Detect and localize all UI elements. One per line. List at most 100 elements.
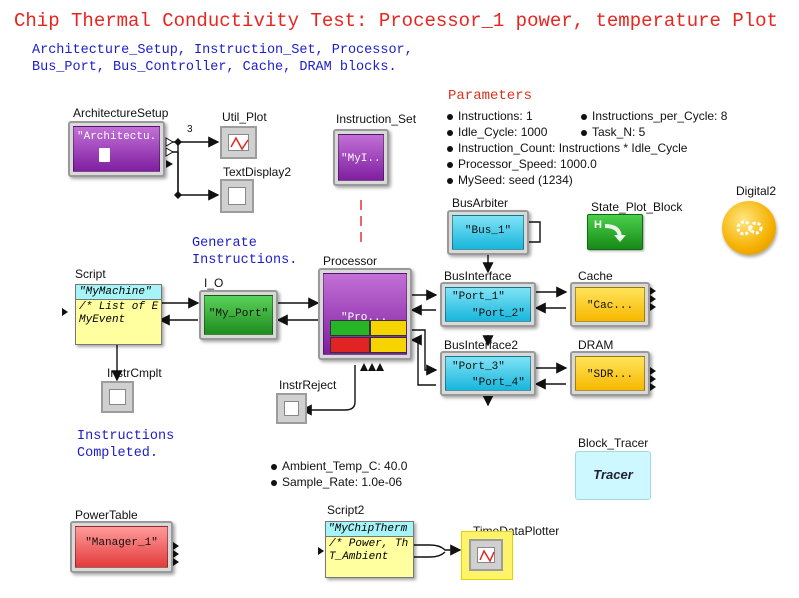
script-line: /* List of E: [79, 301, 159, 313]
instr-cmplt-label: InstrCmplt: [107, 366, 162, 380]
parameters-left: Instructions: 1 Idle_Cycle: 1000 Instruc…: [447, 108, 687, 188]
status-cell: [330, 320, 370, 336]
text-display2-label: TextDisplay2: [223, 165, 292, 179]
script2-block[interactable]: "MyChipTherm /* Power, Th T_Ambient: [325, 521, 414, 578]
cache-text: "Cac...: [586, 300, 634, 312]
note-line: Instructions: [77, 429, 175, 444]
bus-arbiter-text: "Bus_1": [464, 225, 512, 237]
util-plot-block[interactable]: [220, 126, 257, 159]
script-line: /* Power, Th: [329, 538, 409, 550]
bus-interface2-label: BusInterface2: [444, 338, 519, 352]
power-table-body: "Manager_1": [75, 526, 168, 568]
instr-reject-label: InstrReject: [279, 378, 337, 392]
digital2-block[interactable]: [722, 201, 776, 255]
processor-block[interactable]: "Pro...: [318, 268, 412, 360]
description-line: Architecture_Setup, Instruction_Set, Pro…: [32, 43, 413, 58]
port-label: "Port_4": [472, 377, 525, 389]
io-label: I_O: [204, 276, 224, 290]
port-label: "Port_1": [452, 291, 505, 303]
tracer-text: Tracer: [593, 467, 633, 482]
io-body: "My_Port": [204, 295, 273, 335]
script2-header: "MyChipTherm: [326, 522, 413, 537]
parameter-item: Idle_Cycle: 1000: [447, 124, 687, 140]
bus-interface-body: "Port_1" "Port_2": [445, 287, 531, 322]
description-line: Bus_Port, Bus_Controller, Cache, DRAM bl…: [32, 60, 397, 75]
architecture-setup-text: "Architectu...: [77, 131, 159, 143]
script-line: MyEvent: [79, 314, 126, 326]
time-data-plotter-block[interactable]: [461, 531, 513, 580]
parameter-item: Instruction_Count: Instructions * Idle_C…: [447, 140, 687, 156]
block-tracer-block[interactable]: Tracer: [575, 451, 651, 500]
dram-body: "SDR...: [575, 356, 645, 391]
bus-interface-label: BusInterface: [444, 269, 512, 283]
parameter-item: MySeed: seed (1234): [447, 172, 687, 188]
util-plot-label: Util_Plot: [222, 110, 267, 124]
status-cell: [330, 337, 370, 353]
diagram-description: Architecture_Setup, Instruction_Set, Pro…: [32, 42, 413, 76]
instruction-set-label: Instruction_Set: [336, 112, 417, 126]
digital2-label: Digital2: [736, 184, 777, 198]
block-tracer-label: Block_Tracer: [578, 436, 649, 450]
bus-interface-block[interactable]: "Port_1" "Port_2": [440, 282, 536, 327]
note-line: Completed.: [77, 446, 159, 461]
text-display2-block[interactable]: [220, 179, 254, 213]
instr-cmplt-block[interactable]: [101, 381, 134, 413]
io-text: "My_Port": [208, 308, 269, 320]
parameter-item: Processor_Speed: 1000.0: [447, 156, 687, 172]
state-plot-block-label: State_Plot_Block: [591, 200, 683, 214]
generate-instructions-note: Generate Instructions.: [192, 235, 297, 269]
architecture-setup-label: ArchitectureSetup: [73, 106, 169, 120]
dram-text: "SDR...: [586, 369, 634, 381]
instructions-completed-note: Instructions Completed.: [77, 428, 174, 462]
dram-label: DRAM: [578, 338, 614, 352]
note-line: Instructions.: [192, 253, 298, 268]
port-label: "Port_2": [472, 308, 525, 320]
instruction-set-block[interactable]: "MyI...: [333, 129, 389, 186]
parameters-title: Parameters: [448, 88, 533, 104]
display-icon: [109, 389, 126, 405]
architecture-setup-body: "Architectu...: [73, 126, 160, 172]
power-table-label: PowerTable: [75, 508, 138, 522]
bus-arbiter-label: BusArbiter: [452, 196, 509, 210]
diagram-title: Chip Thermal Conductivity Test: Processo…: [14, 10, 778, 32]
parameter-item: Instructions: 1: [447, 108, 687, 124]
io-block[interactable]: "My_Port": [199, 290, 278, 340]
script-line: T_Ambient: [329, 551, 389, 563]
script-label: Script: [75, 267, 106, 281]
plot-icon: [477, 547, 495, 563]
port-count: 3: [187, 124, 193, 135]
processor-label: Processor: [323, 254, 378, 268]
gears-icon: [736, 220, 763, 236]
power-table-block[interactable]: "Manager_1": [70, 521, 173, 573]
bus-arbiter-block[interactable]: "Bus_1": [447, 210, 529, 255]
instr-reject-block[interactable]: [276, 393, 307, 424]
ambient-parameters: Ambient_Temp_C: 40.0 Sample_Rate: 1.0e-0…: [271, 458, 407, 490]
architecture-setup-block[interactable]: "Architectu...: [68, 121, 165, 177]
instruction-set-body: "MyI...: [338, 134, 384, 181]
dram-block[interactable]: "SDR...: [570, 351, 650, 396]
parameter-item: Instructions_per_Cycle: 8: [581, 108, 727, 124]
script2-label: Script2: [327, 503, 365, 517]
script-header: "MyMachine": [76, 285, 161, 300]
cache-block[interactable]: "Cac...: [570, 282, 650, 327]
cache-body: "Cac...: [575, 287, 645, 322]
arrow-curve-icon: [604, 224, 626, 242]
state-plot-block[interactable]: H: [587, 214, 643, 250]
bus-interface2-body: "Port_3" "Port_4": [445, 356, 531, 391]
bus-interface2-block[interactable]: "Port_3" "Port_4": [440, 351, 536, 396]
plot-frame: [469, 539, 503, 571]
status-cell: [370, 320, 406, 336]
parameter-item: Task_N: 5: [581, 124, 727, 140]
processor-body: "Pro...: [323, 273, 407, 355]
bus-arbiter-body: "Bus_1": [452, 215, 524, 250]
port-label: "Port_3": [452, 361, 505, 373]
parameters-right: Instructions_per_Cycle: 8 Task_N: 5: [581, 108, 727, 140]
script-block[interactable]: "MyMachine" /* List of E MyEvent: [75, 284, 162, 345]
output-ports: [165, 136, 175, 172]
power-table-text: "Manager_1": [85, 537, 158, 549]
parameter-item: Sample_Rate: 1.0e-06: [271, 474, 407, 490]
state-plot-text: H: [594, 219, 602, 231]
plot-icon: [228, 134, 249, 151]
status-cell: [370, 337, 406, 353]
